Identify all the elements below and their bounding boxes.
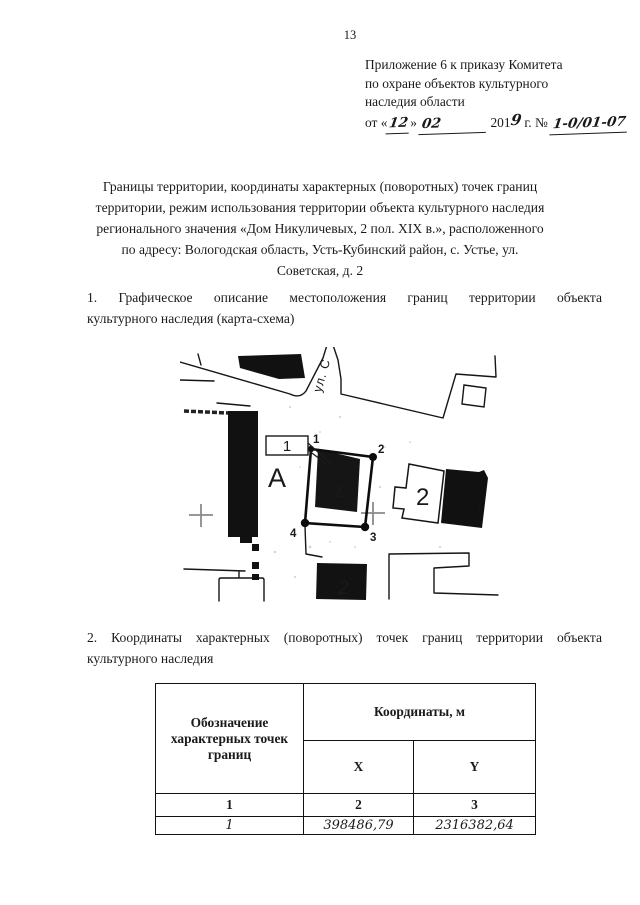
title-line: Границы территории, координаты характерн…	[102, 179, 538, 194]
section-1-line: 1. Графическое описание местоположения г…	[87, 290, 602, 305]
numbering-cell: 3	[412, 793, 537, 817]
table-header-points: Обозначение характерных точек границ	[155, 683, 304, 794]
section-2-paragraph: 2. Координаты характерных (поворотных) т…	[87, 627, 602, 669]
territory-callout-box	[265, 435, 309, 456]
table-header-coordinates: Координаты, м	[302, 683, 537, 741]
date-close-quote: »	[410, 114, 417, 130]
area-letter-label: А	[268, 463, 286, 493]
boundary-leader-south	[304, 525, 323, 558]
building-outline-southwest	[218, 577, 265, 602]
south-building-label: 2	[337, 578, 349, 599]
section-1-paragraph: 1. Графическое описание местоположения г…	[87, 287, 602, 329]
numbering-cell: 2	[303, 793, 414, 817]
boundary-point-4-marker	[300, 518, 310, 528]
appendix-line-2: по охране объектов культурного	[365, 75, 549, 91]
building-solid-south	[316, 563, 367, 600]
map-figure: 2 1 2 3 4 1 2 2 А ул. С	[179, 344, 500, 622]
coordinates-table: Обозначение характерных точек границ Коо…	[155, 683, 537, 835]
building-solid-north	[238, 354, 305, 379]
fence-bar-west	[183, 409, 229, 415]
building-outline-northeast	[461, 384, 487, 408]
table-row: 1 398486,79 2316382,64	[155, 816, 537, 835]
road-mark	[179, 379, 215, 382]
point-id-cell: 1	[155, 816, 304, 835]
boundary-point-2-marker	[369, 453, 377, 461]
building-solid-west-step	[240, 537, 252, 543]
section-1-line: культурного наследия (карта-схема)	[87, 311, 295, 326]
boundary-point-4-label: 4	[290, 528, 297, 540]
boundary-point-1-label: 1	[313, 434, 320, 446]
section-2-line: культурного наследия	[87, 651, 214, 666]
title-line: по адресу: Вологодская область, Усть-Куб…	[121, 242, 519, 257]
road-edge-west	[179, 344, 328, 397]
appendix-header: Приложение 6 к приказу Комитета по охран…	[365, 56, 630, 135]
grid-cross-west	[189, 504, 213, 527]
map-schema-svg: 2 1 2 3 4 1 2 2 А ул. С	[179, 344, 499, 602]
building-solid-west	[228, 411, 258, 537]
handwritten-month: 02	[418, 112, 489, 135]
small-structure	[252, 562, 259, 569]
building-solid-east	[441, 469, 488, 528]
document-title: Границы территории, координаты характерн…	[40, 176, 600, 281]
grid-cross-east	[361, 502, 385, 525]
numbering-cell: 1	[155, 793, 304, 817]
territory-callout-label: 1	[283, 438, 291, 455]
page-number: 13	[343, 28, 357, 42]
road-mark	[197, 353, 202, 366]
table-header-x: X	[303, 740, 414, 794]
road-edge-east	[332, 344, 497, 419]
y-coordinate-cell: 2316382,64	[412, 816, 537, 835]
date-prefix: от «	[365, 114, 388, 130]
title-line: регионального значения «Дом Никуличевых,…	[96, 221, 544, 236]
x-coordinate-cell: 398486,79	[303, 816, 414, 835]
small-structure	[252, 574, 259, 580]
title-line: Советская, д. 2	[276, 263, 364, 278]
handwritten-year-digit: 9	[509, 110, 523, 129]
road-mark	[216, 402, 251, 407]
date-year-suffix: г. №	[524, 114, 548, 130]
scan-noise	[273, 406, 481, 578]
date-year-printed: 201	[490, 114, 511, 130]
table-header-y: Y	[412, 740, 537, 794]
fence-line-south	[183, 568, 246, 578]
road-outlines	[179, 344, 499, 602]
boundary-point-2-label: 2	[378, 444, 384, 456]
handwritten-day: 12	[385, 113, 412, 134]
table-numbering-row: 1 2 3	[155, 793, 537, 817]
neighbor-building	[392, 463, 445, 524]
street-name-label: ул. С	[310, 357, 333, 394]
appendix-line-3: наследия области	[365, 94, 465, 110]
appendix-date-line: от «12» 02 2019 г. № 1-0/01-07	[365, 110, 630, 135]
building-outline-southeast	[388, 552, 499, 600]
small-structure	[252, 544, 259, 551]
neighbor-building-label: 2	[416, 484, 429, 511]
appendix-line-1: Приложение 6 к приказу Комитета	[365, 57, 563, 72]
handwritten-order-number: 1-0/01-07	[549, 112, 630, 135]
title-line: территории, режим использования территор…	[95, 200, 545, 215]
heritage-building-label: 2	[332, 483, 344, 501]
boundary-point-3-label: 3	[370, 532, 376, 544]
heritage-building	[315, 449, 360, 512]
boundary-point-3-marker	[360, 522, 370, 532]
section-2-line: 2. Координаты характерных (поворотных) т…	[87, 630, 602, 645]
callout-leader-lines	[307, 442, 332, 467]
